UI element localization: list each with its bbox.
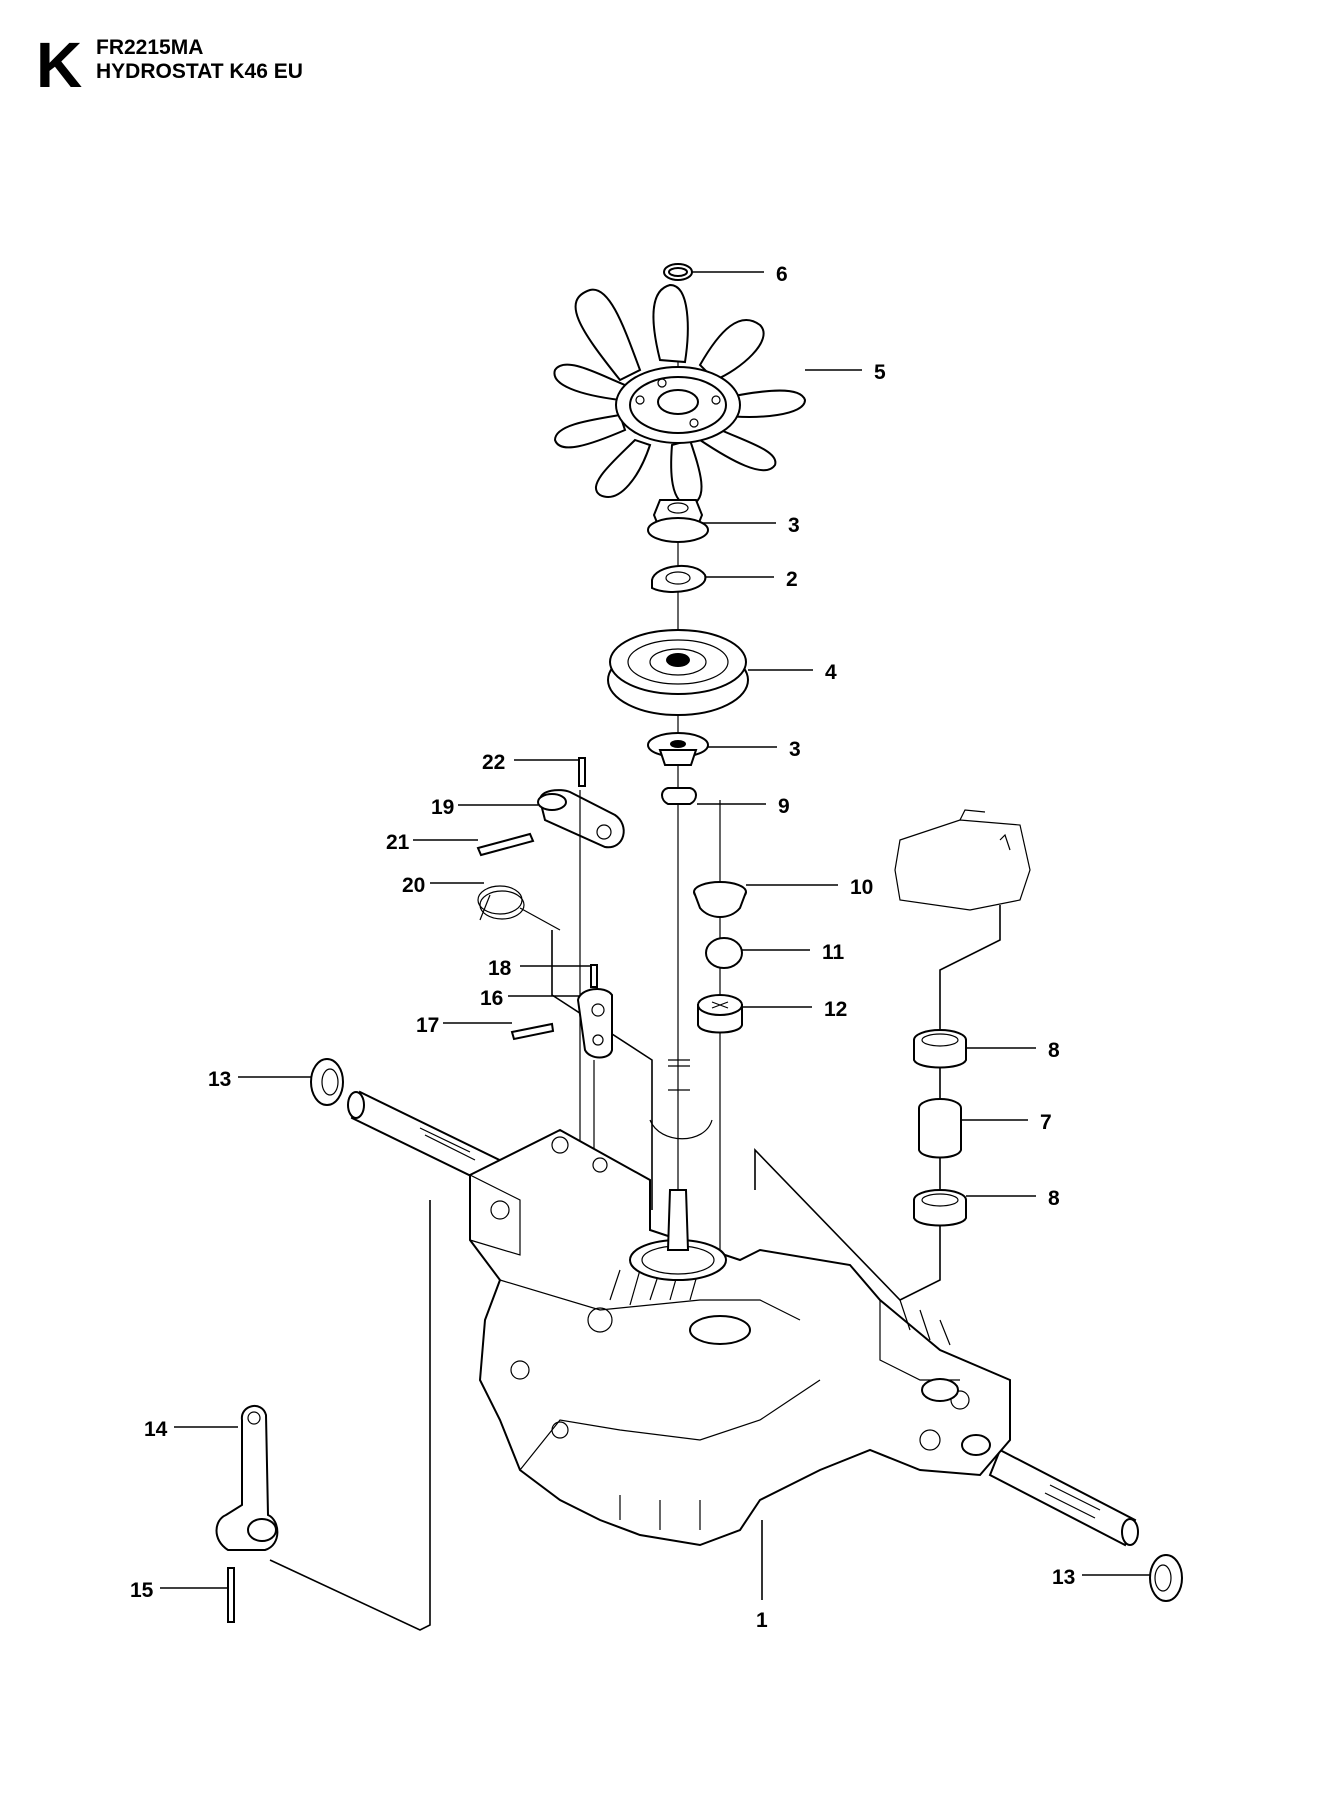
callout-16: 16 <box>480 987 503 1010</box>
callout-10: 10 <box>850 876 873 899</box>
part-13-left-seal <box>310 1058 344 1106</box>
callout-8-upper: 8 <box>1048 1039 1060 1062</box>
assembly-line-left-axle <box>269 1200 431 1631</box>
callout-17: 17 <box>416 1014 439 1037</box>
part-12-filter <box>697 994 743 1034</box>
part-17-pin <box>510 1022 555 1041</box>
callout-15: 15 <box>130 1579 154 1602</box>
callout-22: 22 <box>482 751 505 774</box>
part-13-right-seal <box>1149 1554 1183 1602</box>
callout-3-lower: 3 <box>789 738 801 761</box>
right-axle <box>988 1448 1139 1547</box>
part-19-control-arm <box>537 789 625 849</box>
callout-8-lower: 8 <box>1048 1187 1060 1210</box>
part-4-pulley <box>607 629 749 716</box>
callout-3-upper: 3 <box>788 514 800 537</box>
part-11-plug <box>705 937 743 969</box>
callout-1: 1 <box>756 1609 768 1632</box>
part-22-pin <box>578 757 586 787</box>
part-20-torsion-spring <box>477 885 561 931</box>
callout-2: 2 <box>786 568 798 591</box>
callout-6: 6 <box>776 263 788 286</box>
callout-12: 12 <box>824 998 847 1021</box>
callout-13-right: 13 <box>1052 1566 1075 1589</box>
leader-lines <box>160 271 1150 1600</box>
part-6-snap-ring <box>663 263 693 281</box>
callout-7: 7 <box>1040 1111 1052 1134</box>
part-8-lower-bushing <box>913 1189 967 1227</box>
part-18-pin <box>590 964 598 988</box>
callout-4: 4 <box>825 661 837 684</box>
callout-21: 21 <box>386 831 410 854</box>
callout-19: 19 <box>431 796 454 819</box>
callout-9: 9 <box>778 795 790 818</box>
callout-20: 20 <box>402 874 425 897</box>
part-15-pin <box>227 1567 235 1623</box>
part-8-upper-bushing <box>913 1029 967 1069</box>
assembly-line-reservoir <box>754 905 1001 1301</box>
model-code: FR2215MA <box>96 36 204 59</box>
part-2-washer <box>651 564 707 593</box>
reservoir-tank <box>894 809 1031 911</box>
part-5-cooling-fan <box>553 283 807 507</box>
callout-5: 5 <box>874 361 886 384</box>
part-10-cap <box>693 881 747 918</box>
part-3-hub-nut-lower <box>647 732 709 766</box>
part-21-pin <box>476 832 535 857</box>
callout-14: 14 <box>144 1418 168 1441</box>
part-14-brake-arm <box>215 1405 279 1551</box>
part-1-transmission-housing <box>469 1128 1011 1547</box>
part-7-sleeve <box>918 1098 962 1159</box>
section-letter: K <box>36 29 83 101</box>
part-3-hub-nut-upper <box>647 499 709 543</box>
callout-18: 18 <box>488 957 512 980</box>
part-9-e-clip <box>661 787 697 805</box>
part-16-lever-arm <box>576 988 613 1059</box>
model-name: HYDROSTAT K46 EU <box>96 60 303 83</box>
callout-11: 11 <box>822 941 845 964</box>
callout-13-left: 13 <box>208 1068 231 1091</box>
